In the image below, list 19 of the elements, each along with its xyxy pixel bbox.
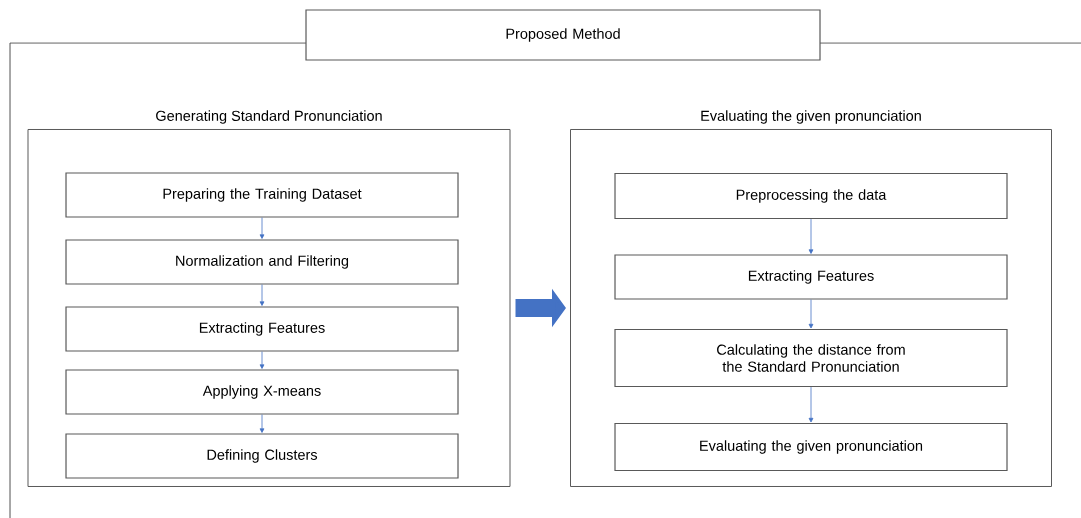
process-box: Applying X-means xyxy=(65,369,459,415)
arrow xyxy=(808,218,814,254)
arrow xyxy=(259,414,265,433)
process-box: Evaluating the given pronunciation xyxy=(614,422,1008,472)
process-box: Normalization and Filtering xyxy=(65,239,459,285)
arrow xyxy=(259,217,265,239)
arrow xyxy=(808,299,814,329)
process-box: Preprocessing the data xyxy=(614,172,1008,220)
panel-heading: Generating Standard Pronunciation xyxy=(156,110,382,124)
arrow xyxy=(808,386,814,423)
arrow xyxy=(259,351,265,369)
process-box: Defining Clusters xyxy=(65,433,459,479)
title-box: Proposed Method xyxy=(305,9,821,61)
panel-heading: Evaluating the given pronunciation xyxy=(701,110,921,124)
process-box: Preparing the Training Dataset xyxy=(65,172,459,218)
process-box: Calculating the distance from the Standard Pronunciation xyxy=(614,328,1008,388)
process-box: Extracting Features xyxy=(65,306,459,352)
process-box: Extracting Features xyxy=(614,254,1008,300)
arrow xyxy=(259,284,265,306)
